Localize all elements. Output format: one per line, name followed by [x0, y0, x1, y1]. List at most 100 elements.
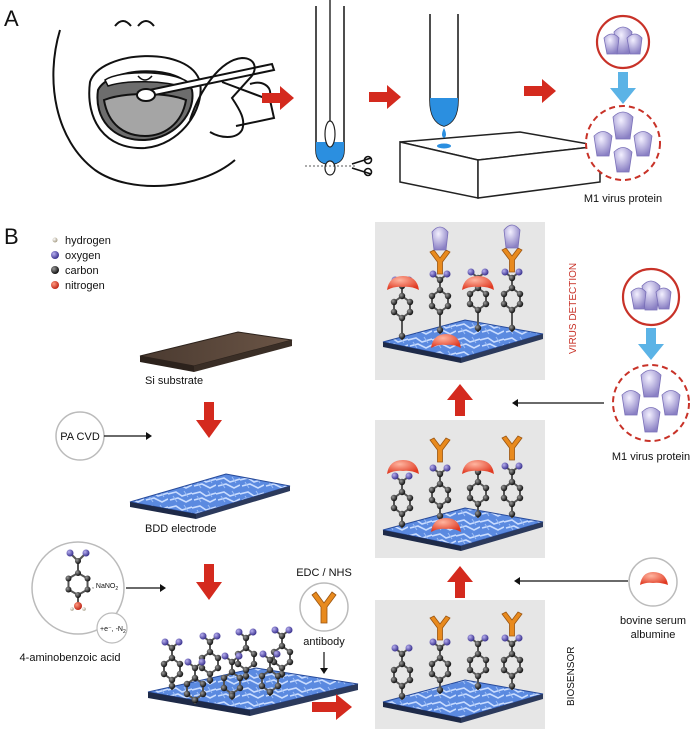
bdd-electrode — [129, 473, 291, 519]
carbon-atom — [466, 494, 474, 502]
carbon-atom — [436, 480, 444, 488]
oxygen-atom — [175, 638, 183, 646]
tube-on-block — [399, 14, 601, 199]
m1-caption-a: M1 virus protein — [584, 193, 662, 205]
red-arrow-b1 — [196, 402, 222, 438]
carbon-atom — [220, 674, 228, 682]
bsa-mark — [431, 518, 461, 532]
oxygen-atom — [391, 472, 399, 480]
edc-nhs-label: EDC / NHS — [296, 567, 352, 579]
oxygen-atom — [271, 626, 279, 634]
carbon-atom — [84, 575, 91, 582]
oxygen-atom — [481, 268, 489, 276]
si-substrate-label: Si substrate — [145, 375, 203, 387]
carbon-atom — [428, 660, 436, 668]
carbon-atom — [474, 672, 482, 680]
carbon-atom — [390, 666, 398, 674]
oxygen-atom — [198, 658, 206, 666]
oxygen-atom — [515, 634, 523, 642]
oxygen-atom — [501, 268, 509, 276]
carbon-atom — [398, 650, 406, 658]
carbon-atom — [206, 638, 214, 646]
oxygen-atom — [405, 644, 413, 652]
red-arrow-b2 — [196, 564, 222, 600]
carbon-atom — [500, 656, 508, 664]
carbon-atom — [508, 510, 516, 518]
carbon-atom — [466, 290, 474, 298]
oxygen-atom — [82, 549, 90, 557]
carbon-atom — [168, 644, 176, 652]
electrode-edge — [461, 522, 543, 551]
carbon-atom — [508, 500, 516, 508]
carbon-atom — [482, 494, 490, 502]
carbon-atom — [168, 654, 176, 662]
carbon-atom — [406, 676, 414, 684]
legend-hydrogen-dot — [52, 237, 58, 243]
carbon-atom — [436, 326, 444, 334]
carbon-atom — [516, 666, 524, 674]
m1-virus-cluster-top-b — [621, 267, 681, 327]
carbon-atom — [250, 660, 258, 668]
oxygen-atom — [213, 632, 221, 640]
carbon-atom — [482, 656, 490, 664]
reduction-text: +e⁻, -N — [100, 626, 123, 633]
carbon-atom — [84, 586, 91, 593]
carbon-atom — [508, 682, 516, 690]
antibody-mark — [429, 437, 451, 463]
carbon-atom — [508, 274, 516, 282]
carbon-atom — [220, 684, 228, 692]
carbon-atom — [474, 324, 482, 332]
carbon-atom — [214, 654, 222, 662]
carbon-atom — [482, 290, 490, 298]
carbon-atom — [508, 306, 516, 314]
carbon-atom — [444, 486, 452, 494]
carbon-atom — [436, 470, 444, 478]
blue-arrow-a — [610, 72, 636, 104]
arrow-a3 — [524, 79, 556, 103]
carbon-atom — [398, 292, 406, 300]
carbon-atom — [436, 276, 444, 284]
carbon-atom — [236, 684, 244, 692]
oxygen-atom — [285, 626, 293, 634]
hydrogen-atom — [70, 607, 74, 611]
carbon-atom — [183, 680, 191, 688]
carbon-atom — [266, 666, 274, 674]
carbon-atom — [183, 690, 191, 698]
carbon-atom — [474, 500, 482, 508]
pa-cvd-arrowhead — [146, 432, 152, 440]
functionalized-electrode — [147, 626, 359, 716]
carbon-atom — [508, 672, 516, 680]
biosensor-label: BIOSENSOR — [566, 647, 577, 706]
carbon-atom — [191, 696, 199, 704]
oxygen-atom — [199, 632, 207, 640]
carbon-atom — [390, 298, 398, 306]
carbon-atom — [242, 644, 250, 652]
scissors-icon — [351, 155, 373, 177]
nano2-sub: 2 — [115, 586, 118, 592]
carbon-atom — [214, 664, 222, 672]
oxygen-atom — [501, 634, 509, 642]
carbon-atom — [390, 504, 398, 512]
carbon-atom — [176, 670, 184, 678]
nano2-text: , NaNO — [92, 583, 116, 590]
reduction-sub: 2 — [123, 629, 126, 635]
antibody-mark — [429, 249, 451, 275]
carbon-atom — [199, 690, 207, 698]
carbon-atom — [444, 670, 452, 678]
carbon-atom — [234, 660, 242, 668]
legend-carbon-dot — [51, 266, 59, 274]
m1-virus-cluster-bottom-b — [612, 364, 690, 442]
bsa-mark — [462, 460, 494, 474]
carbon-atom — [508, 468, 516, 476]
reduction-label: +e⁻, -N2 — [100, 626, 126, 635]
antibody-mark — [429, 615, 451, 641]
carbon-atom — [390, 676, 398, 684]
carbon-atom — [75, 592, 81, 598]
carbon-atom — [390, 494, 398, 502]
carbon-atom — [508, 640, 516, 648]
legend-hydrogen-label: hydrogen — [65, 235, 111, 247]
carbon-atom — [398, 478, 406, 486]
electrode-edge — [383, 702, 461, 723]
carbon-atom — [199, 680, 207, 688]
